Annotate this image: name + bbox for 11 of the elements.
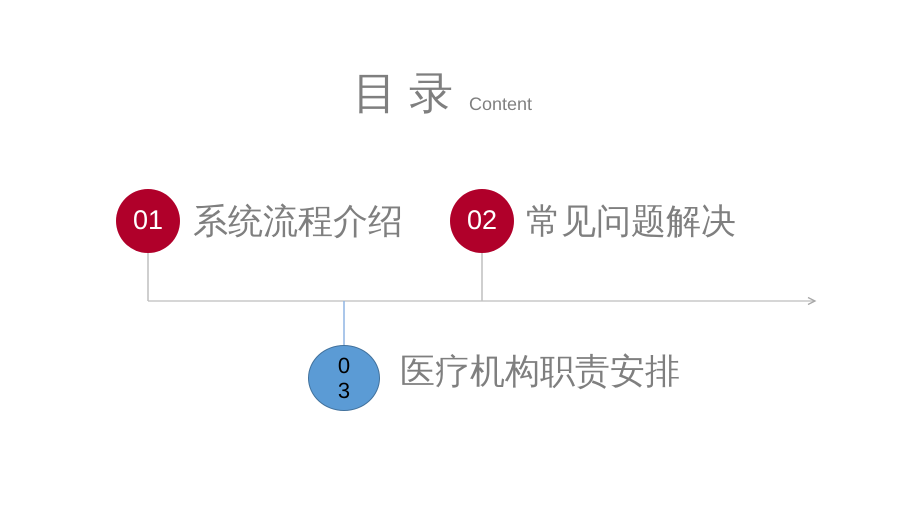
number-circle: 01 [116,189,180,253]
section-title: 系统流程介绍 [193,201,403,243]
subtitle: Content [469,94,532,116]
connector-line [481,253,483,301]
section-title: 常见问题解决 [526,201,736,243]
title: 目 录 [353,68,454,120]
number-circle: 02 [450,189,514,253]
section-title: 医疗机构职责安排 [400,351,680,393]
connector-line [147,253,149,301]
connector-line [343,301,345,345]
number-circle: 03 [308,345,380,411]
